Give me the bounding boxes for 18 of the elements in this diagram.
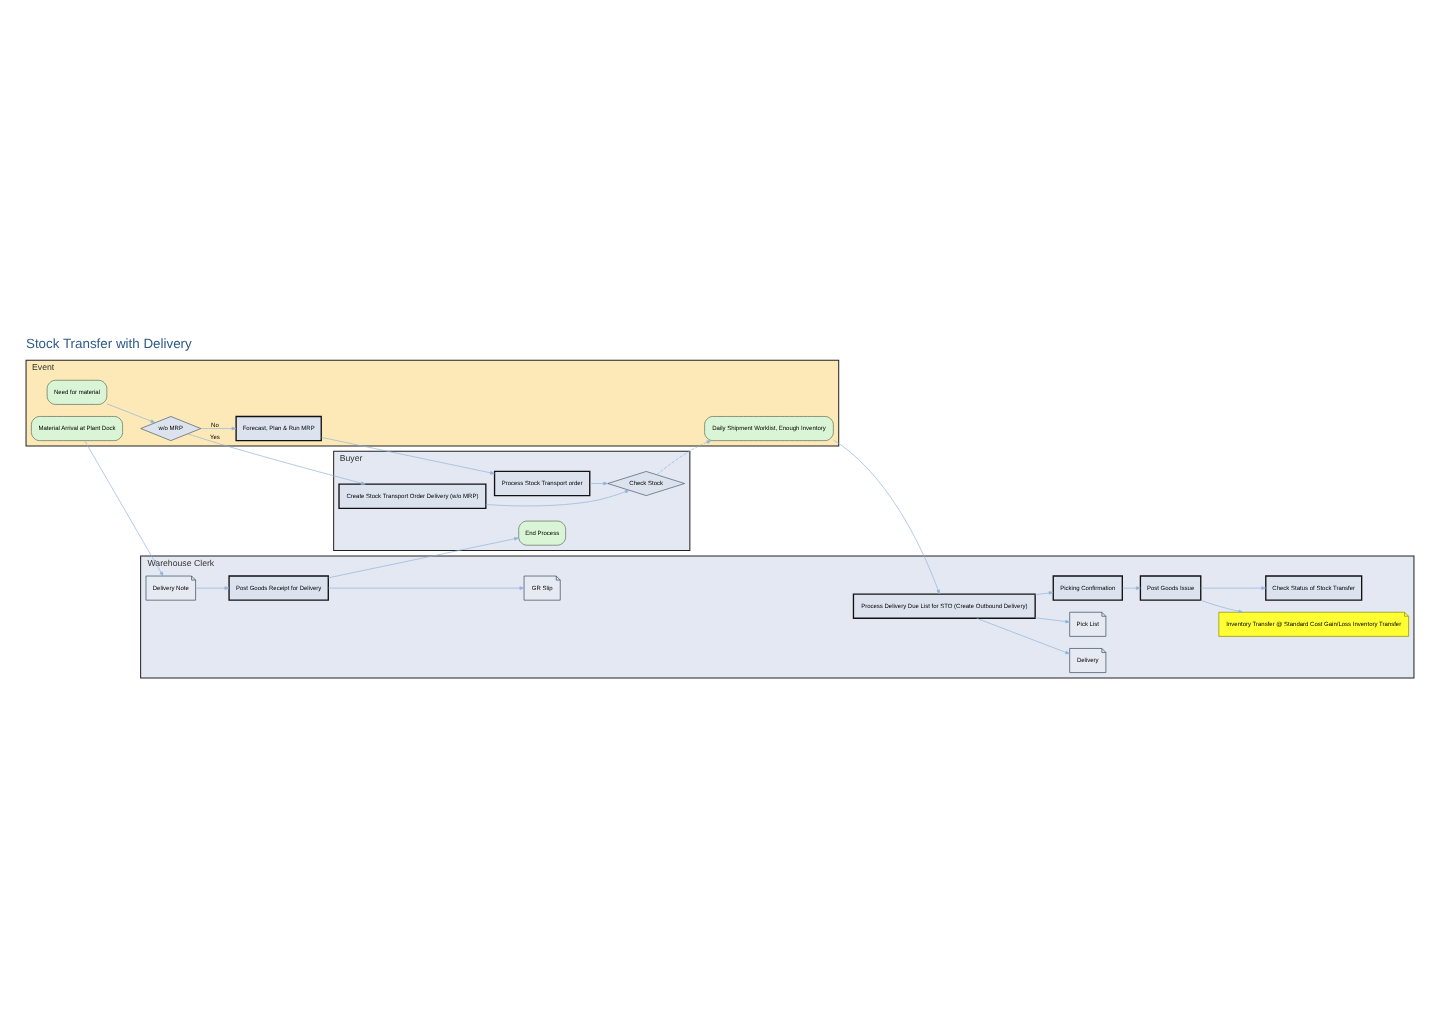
arrow: [1034, 591, 1054, 596]
arrow: [976, 618, 1070, 655]
arrow: [1200, 599, 1244, 614]
arrow: [200, 426, 237, 431]
arrow: [328, 537, 519, 579]
arrow: [1034, 617, 1070, 624]
arrow: [1122, 586, 1141, 590]
arrow: [328, 586, 525, 590]
arrow: [485, 489, 630, 507]
arrow: [187, 433, 366, 485]
arrow: [84, 440, 164, 577]
arrow: [589, 481, 608, 486]
arrow: [106, 403, 156, 423]
arrow: [1200, 586, 1266, 590]
arrow: [656, 440, 712, 475]
arrow: [833, 439, 940, 595]
arrow: [321, 437, 495, 475]
arrow: [195, 586, 230, 590]
